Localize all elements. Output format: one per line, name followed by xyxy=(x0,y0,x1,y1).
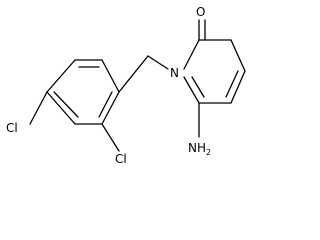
n-ring-label: N xyxy=(170,66,179,80)
bond-to-cl-ortho xyxy=(101,123,120,152)
double-bond-inner xyxy=(53,91,79,118)
amino-label: NH2 xyxy=(188,141,211,157)
bond xyxy=(230,39,246,72)
bond xyxy=(230,70,246,104)
bond-ch2-to-n xyxy=(147,55,169,70)
bond xyxy=(46,59,76,93)
double-bond-inner xyxy=(225,70,239,98)
amino-nh: NH xyxy=(188,141,206,155)
cl-ortho-label: Cl xyxy=(115,152,127,166)
dichlorophenyl-ring xyxy=(46,59,120,125)
bond-ring-to-ch2 xyxy=(118,55,149,93)
amino-subscript: 2 xyxy=(206,148,211,157)
chemical-structure: Cl Cl N O NH2 xyxy=(6,5,246,166)
double-bond-inner xyxy=(98,91,113,118)
cl-para-label: Cl xyxy=(6,121,18,135)
bond xyxy=(183,39,200,70)
bond xyxy=(101,59,120,93)
bond-to-cl-para xyxy=(29,91,48,125)
double-bond-inner xyxy=(191,76,205,98)
structure-canvas: Cl Cl N O NH2 xyxy=(6,5,246,166)
bond xyxy=(101,91,120,125)
pyridinone-ring xyxy=(183,39,246,104)
bond xyxy=(46,91,76,125)
bond xyxy=(183,76,200,104)
o-carbonyl-label: O xyxy=(196,5,205,19)
